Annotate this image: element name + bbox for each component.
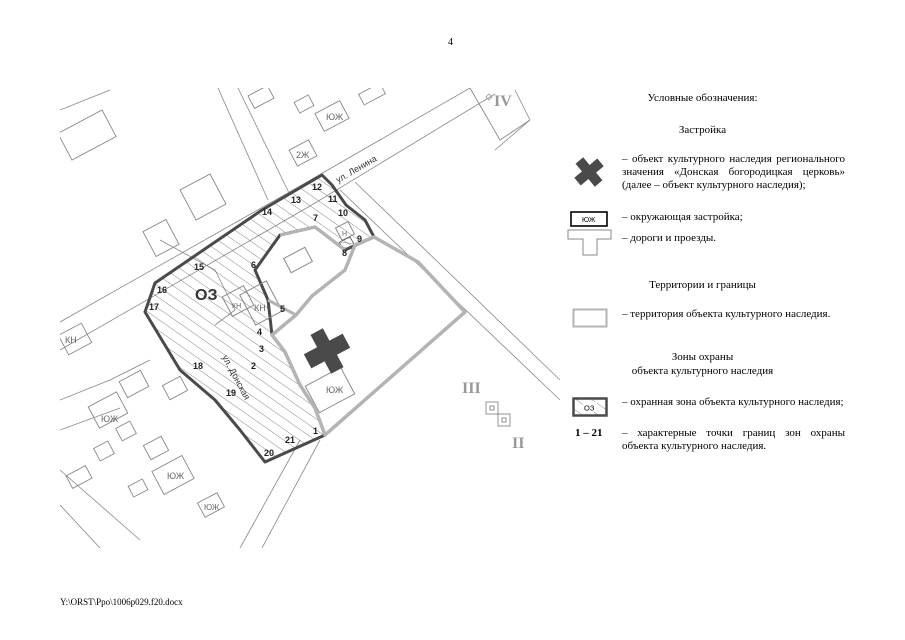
roman-marker	[485, 93, 493, 101]
legend-section-zones-line2: объекта культурного наследия	[631, 365, 774, 377]
roads	[60, 88, 560, 548]
legend-text-surrounding: – окружающая застройка;	[622, 211, 743, 223]
boundary-point: 10	[338, 208, 348, 218]
territory-icon	[572, 308, 608, 328]
map-base	[60, 88, 560, 548]
legend-text-roads: – дороги и проезды.	[622, 232, 717, 244]
building-label: ЮЖ	[101, 414, 119, 424]
building-label: 2Ж	[296, 150, 310, 160]
boundary-point: 3	[259, 344, 264, 354]
footer-file-path: Y:\ORST\Ppo\1006p029.f20.docx	[60, 597, 183, 607]
zone-label-oz: ОЗ	[195, 287, 217, 304]
boundary-point: 17	[149, 302, 159, 312]
legend-title: Условные обозначения:	[647, 92, 758, 104]
boundary-point: 7	[313, 213, 318, 223]
surrounding-symbol-label: ЮЖ	[582, 217, 596, 224]
points-symbol: 1 – 21	[575, 427, 603, 439]
building-label: ЮЖ	[326, 112, 344, 122]
building-label: ЮЖ	[326, 385, 344, 395]
roman-labels: IV III II	[462, 93, 524, 452]
roman-label-iii: III	[462, 380, 481, 397]
boundary-point: 2	[251, 361, 256, 371]
page-number: 4	[448, 37, 453, 48]
boundary-point: 20	[264, 448, 274, 458]
boundary-point: 13	[291, 195, 301, 205]
legend-section-territories: Территории и границы	[649, 279, 756, 291]
roman-label-ii: II	[512, 435, 524, 452]
boundary-point: 21	[285, 435, 295, 445]
legend-text-points: – характерные точки границ зон охраны об…	[622, 427, 845, 452]
territory-inner-line	[267, 298, 297, 317]
boundary-point: 11	[328, 194, 338, 204]
boundary-point: 14	[262, 207, 272, 217]
building-label: КН	[254, 303, 266, 313]
legend-text-territory: – территория объекта культурного наследи…	[622, 308, 831, 320]
building-label: Н	[342, 231, 347, 238]
surrounding-buildings	[60, 88, 531, 518]
boundary-point: 1	[313, 426, 318, 436]
legend-section-zones-line1: Зоны охраны	[671, 351, 734, 363]
boundary-point: 16	[157, 285, 167, 295]
building-label: ЮЖ	[167, 471, 185, 481]
boundary-point: 9	[357, 234, 362, 244]
zone-buildings	[221, 220, 356, 414]
zone-symbol-label: ОЗ	[584, 404, 595, 413]
building-label: КН	[65, 335, 77, 345]
roads-icon	[567, 229, 612, 256]
boundary-point-labels: 1 2 3 4 5 6 7 8 9 10 11 12 13 14 15 16 1…	[149, 182, 362, 458]
heritage-territory	[270, 235, 467, 437]
boundary-point: 5	[280, 304, 285, 314]
boundary-point: 4	[257, 327, 262, 337]
building-label: ЮЖ	[204, 503, 220, 512]
legend-text-protection-zone: – охранная зона объекта культурного насл…	[622, 396, 844, 408]
protection-zone-oz	[143, 173, 376, 464]
boundary-point: 8	[342, 248, 347, 258]
legend-section-buildings: Застройка	[678, 124, 727, 136]
church-heritage-object	[303, 328, 351, 374]
legend-text-heritage-object: – объект культурного наследия региональн…	[622, 153, 845, 191]
boundary-point: 12	[312, 182, 322, 192]
building-label: КН	[232, 303, 241, 310]
territory-north-line	[279, 225, 346, 252]
heritage-object-cross-icon	[574, 157, 604, 187]
boundary-point: 18	[193, 361, 203, 371]
boundary-point: 6	[251, 260, 256, 270]
protection-zone-icon: ОЗ	[572, 397, 608, 417]
building-labels: ЮЖ 2Ж КН КН КН ЮЖ ЮЖ ЮЖ ЮЖ Н	[65, 112, 347, 512]
surrounding-building-icon: ЮЖ	[570, 211, 608, 227]
boundary-point: 19	[226, 388, 236, 398]
roman-label-iv: IV	[494, 93, 512, 110]
boundary-point: 15	[194, 262, 204, 272]
